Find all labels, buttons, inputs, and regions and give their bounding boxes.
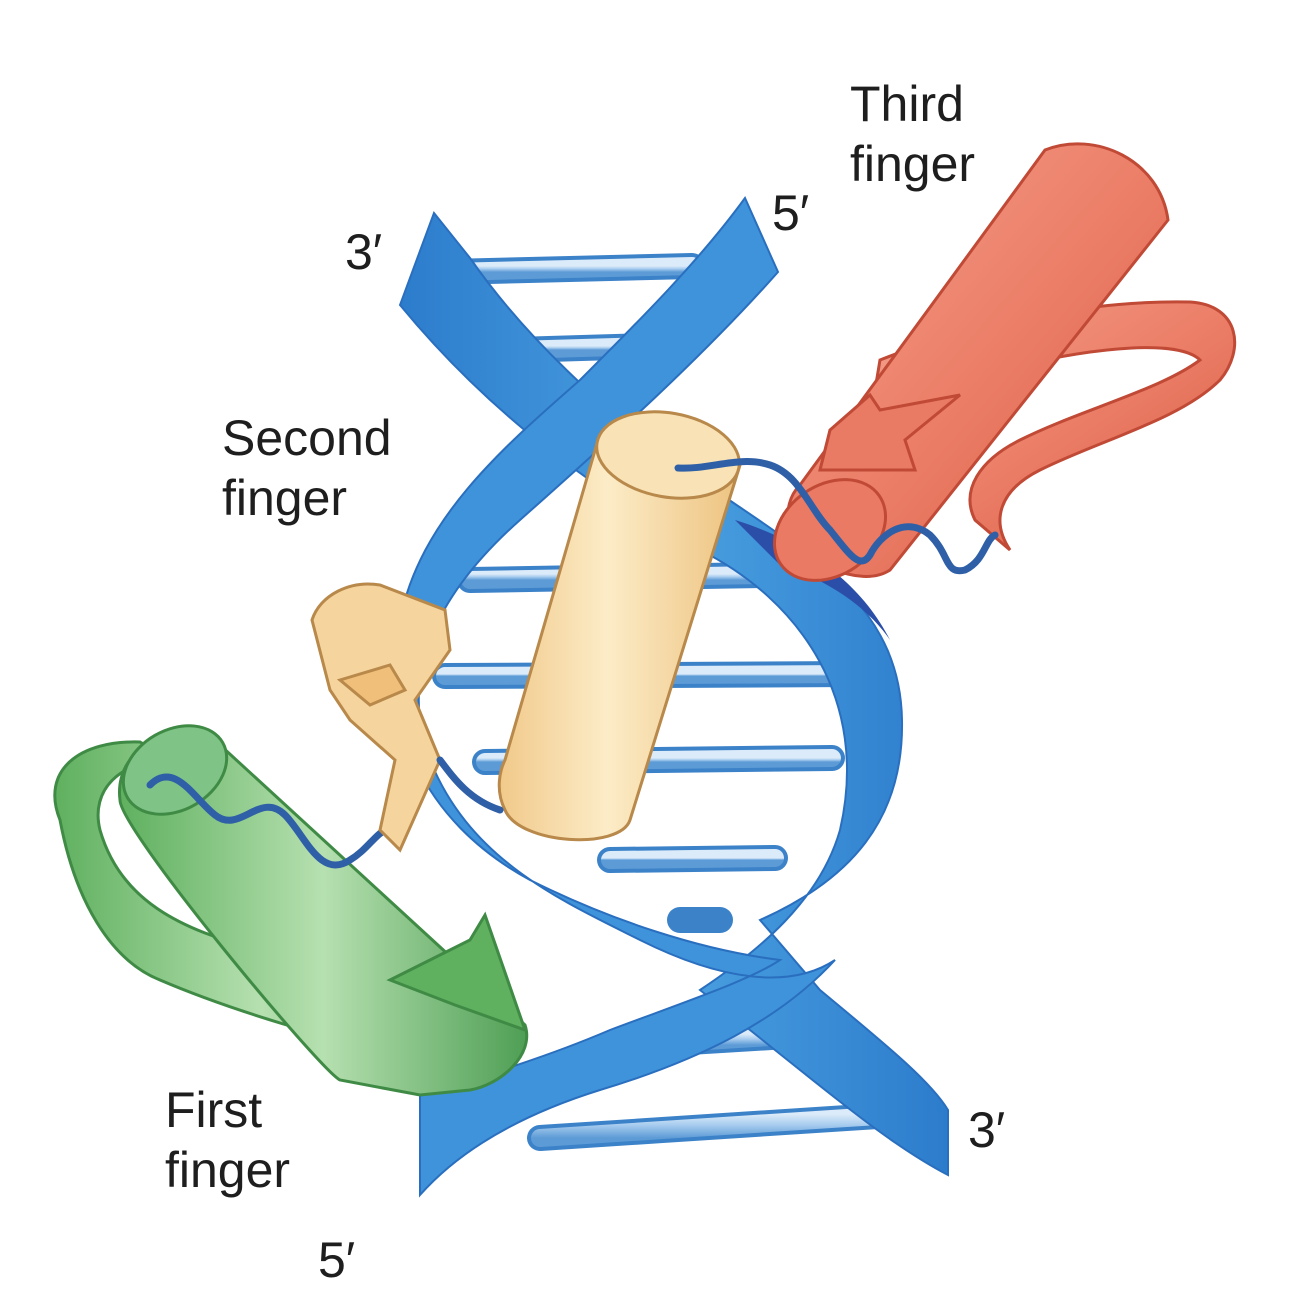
first-finger-label-line2: finger	[165, 1142, 291, 1198]
third-finger-label: Third finger	[850, 74, 975, 194]
bottom-left-end-label: 5′	[318, 1232, 356, 1288]
second-finger-label-line1: Second	[222, 410, 392, 466]
third-finger-domain	[674, 142, 1237, 582]
first-finger-label: First finger	[165, 1080, 290, 1200]
third-finger-label-line1: Third	[850, 76, 964, 132]
third-finger-label-line2: finger	[850, 136, 976, 192]
second-finger-label-line2: finger	[222, 470, 348, 526]
third-finger-arrow	[818, 392, 961, 472]
second-finger-label: Second finger	[222, 408, 392, 528]
top-right-end-label: 5′	[772, 185, 810, 241]
dna-strand-back	[398, 210, 949, 1177]
first-finger-label-line1: First	[165, 1082, 263, 1138]
first-finger-linker	[146, 773, 409, 869]
first-finger-arrow	[386, 911, 528, 1033]
third-finger-linker	[674, 458, 999, 575]
second-finger-helix-end	[595, 410, 741, 500]
bottom-right-end-label: 3′	[968, 1102, 1006, 1158]
second-finger-helix	[497, 438, 742, 842]
top-left-end-label: 3′	[345, 224, 383, 280]
second-finger-domain	[310, 410, 742, 853]
second-finger-arrow	[336, 663, 408, 707]
first-finger-domain	[53, 724, 529, 1097]
first-finger-helix-end	[121, 724, 229, 816]
second-finger-beta-ribbon	[310, 582, 452, 853]
second-finger-linker	[436, 756, 504, 814]
